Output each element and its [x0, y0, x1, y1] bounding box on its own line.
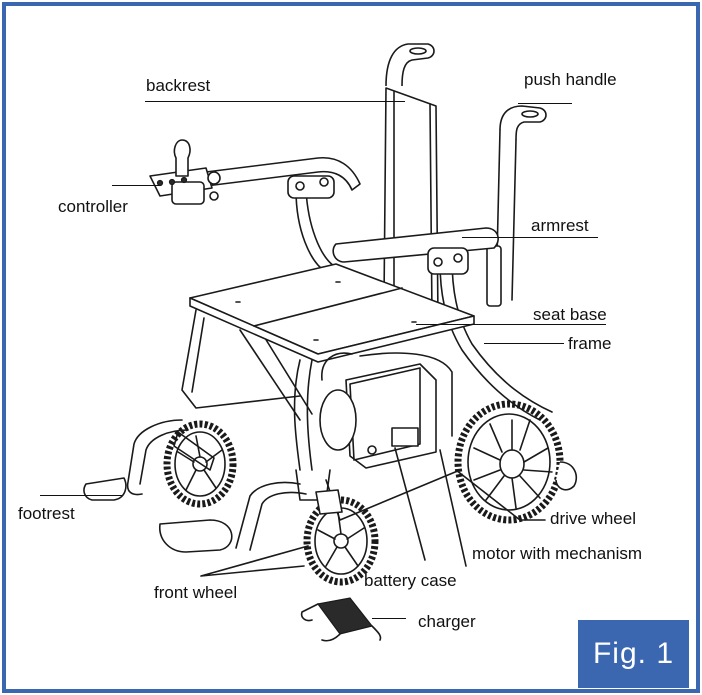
leader-seat-base	[416, 324, 606, 325]
battery-case-body	[319, 352, 453, 469]
label-front-wheel: front wheel	[154, 583, 238, 602]
push-handle-right	[486, 105, 547, 307]
label-frame: frame	[568, 334, 612, 353]
leader-backrest	[145, 101, 405, 102]
seat-base-panel	[189, 263, 475, 363]
small-wheel-left	[163, 420, 237, 508]
label-charger: charger	[418, 612, 476, 631]
label-battery-case: battery case	[364, 571, 457, 590]
footrest-plates	[83, 477, 233, 553]
leader-footrest	[40, 495, 122, 496]
label-seat-base: seat base	[533, 305, 607, 324]
leader-armrest	[462, 237, 598, 238]
charger-shape	[300, 597, 382, 642]
leader-frame	[484, 343, 564, 344]
leader-controller	[112, 185, 160, 186]
push-handle-left	[385, 43, 435, 87]
frame-tubes	[126, 175, 553, 551]
label-backrest: backrest	[146, 76, 211, 95]
controller-assembly	[149, 139, 361, 205]
figure-number-badge: Fig. 1	[578, 620, 689, 688]
leader-charger	[372, 618, 406, 619]
label-armrest: armrest	[531, 216, 589, 235]
label-push-handle: push handle	[524, 70, 617, 89]
leader-push-handle	[518, 103, 572, 104]
label-controller: controller	[58, 197, 128, 216]
label-drive-wheel: drive wheel	[550, 509, 636, 528]
front-wheel-shape	[303, 489, 379, 586]
label-footrest: footrest	[18, 504, 75, 523]
backrest-panel	[383, 87, 439, 321]
drive-wheel-shape	[454, 400, 578, 524]
label-motor-with-mechanism: motor with mechanism	[472, 544, 643, 563]
